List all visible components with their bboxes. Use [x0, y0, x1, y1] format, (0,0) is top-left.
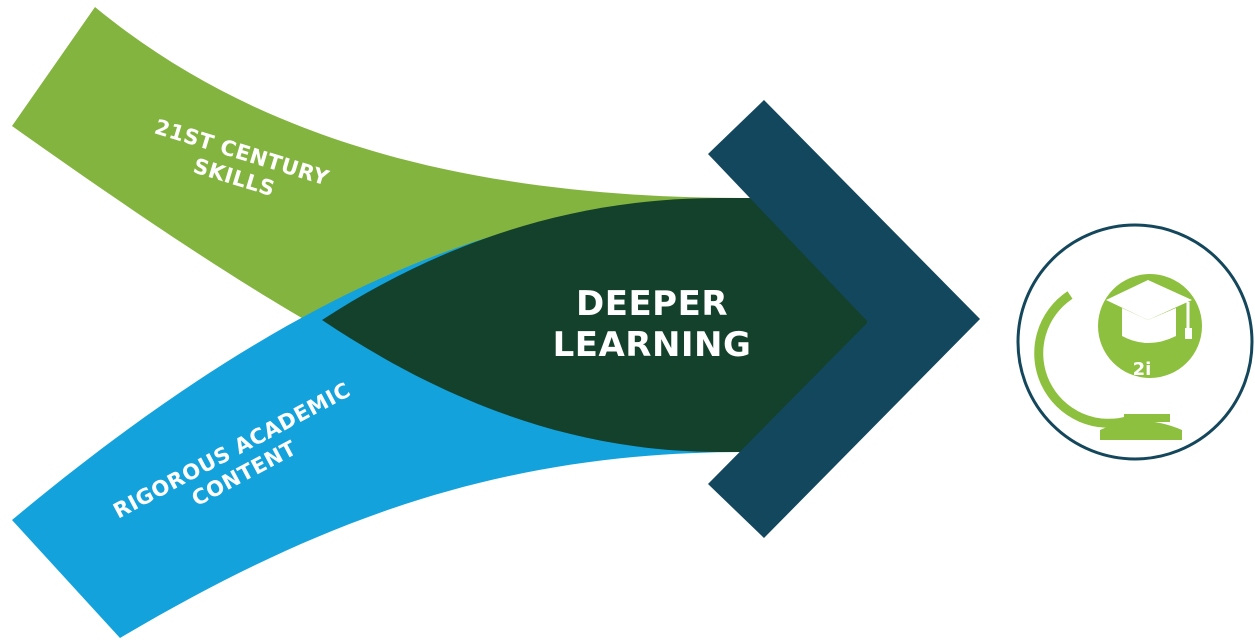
cap-base: [1122, 308, 1176, 343]
globe-arc: [1034, 291, 1132, 428]
cap-tassel-end: [1185, 328, 1192, 339]
globe-stand: [1124, 414, 1170, 422]
globe-base: [1100, 421, 1182, 440]
result-label-group: DEEPER LEARNING: [553, 284, 752, 365]
overlap-region: [322, 198, 868, 452]
result-label-line-2: LEARNING: [553, 325, 752, 365]
result-label-line-1: DEEPER: [576, 284, 728, 324]
arrow-chevron: [708, 100, 980, 538]
badge-text: 2i: [1133, 359, 1152, 380]
cap-board: [1106, 280, 1192, 320]
globe-graduation-cap-icon: 2i: [1016, 223, 1254, 461]
